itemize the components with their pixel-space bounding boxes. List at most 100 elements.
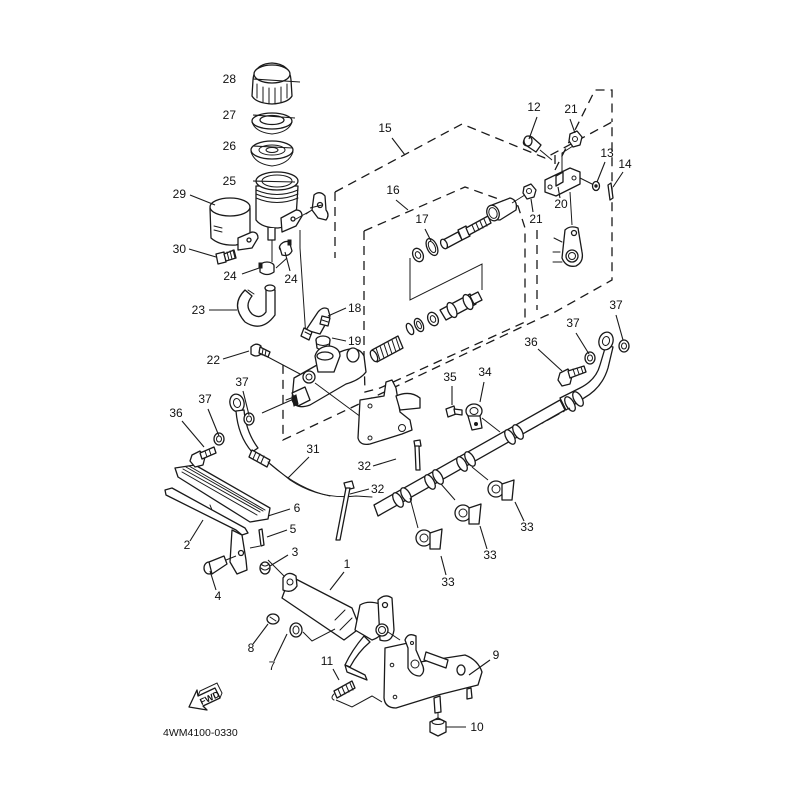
assembly-guide-line bbox=[481, 417, 501, 433]
callout-circlip: 8 bbox=[248, 641, 255, 655]
leader-line-hose-joint bbox=[327, 307, 347, 317]
assembly-guide-line bbox=[271, 204, 323, 339]
master-cylinder-body-part bbox=[285, 345, 367, 408]
callout-gasket: 37 bbox=[566, 316, 580, 330]
clevis-part bbox=[544, 167, 581, 197]
brake-pedal-part bbox=[164, 487, 249, 575]
leader-line-gasket bbox=[575, 332, 590, 355]
return-spring-part-3 bbox=[259, 561, 271, 575]
leader-line-hose-clamp bbox=[241, 266, 263, 275]
assembly-guide-line bbox=[225, 545, 287, 579]
leader-line-reservoir-cover bbox=[189, 194, 216, 206]
nut-part-10 bbox=[429, 717, 447, 737]
leader-line-hose-holder bbox=[479, 381, 485, 403]
gasket-part-37b bbox=[584, 351, 596, 365]
leader-line-washer bbox=[273, 633, 288, 662]
callout-cap-plate: 27 bbox=[223, 108, 237, 122]
callout-reservoir-cover: 29 bbox=[173, 187, 187, 201]
callout-washer: 13 bbox=[600, 146, 614, 160]
leader-line-reservoir-tank bbox=[252, 180, 296, 183]
callout-brake-pedal: 2 bbox=[184, 538, 191, 552]
hose-clamp-part-33a bbox=[487, 479, 515, 501]
callout-pedal-cover: 6 bbox=[294, 501, 301, 515]
diagram-code: 4WM4100-0330 bbox=[163, 727, 238, 739]
callout-hose-clamp: 33 bbox=[441, 575, 455, 589]
leader-line-master-cylinder-assy bbox=[391, 137, 406, 156]
brake-shaft-part bbox=[281, 572, 395, 681]
bolt-part-35 bbox=[445, 405, 463, 418]
washer-part-13 bbox=[591, 180, 601, 192]
leader-line-union-bolt bbox=[181, 420, 205, 448]
reservoir-tank-part bbox=[255, 171, 303, 241]
leader-line-cable-tie bbox=[349, 488, 370, 495]
callout-hose-clamp: 33 bbox=[483, 548, 497, 562]
callout-circlip: 17 bbox=[415, 212, 429, 226]
callout-bolt: 22 bbox=[207, 353, 221, 367]
nut-part-21a bbox=[568, 130, 583, 148]
callout-cotter-pin: 14 bbox=[618, 157, 632, 171]
leader-line-hose-clamp bbox=[284, 251, 291, 272]
leader-line-cap-plate bbox=[252, 114, 296, 119]
callout-master-cylinder-assy: 15 bbox=[378, 121, 392, 135]
leader-line-union-bolt bbox=[537, 348, 563, 372]
leader-line-gasket bbox=[242, 390, 250, 416]
leader-line-clevis bbox=[557, 186, 561, 199]
callout-spring: 11 bbox=[321, 654, 334, 668]
leader-line-bracket bbox=[468, 659, 491, 676]
bracket-part bbox=[383, 634, 483, 714]
leader-line-brake-shaft bbox=[329, 571, 345, 591]
hose-centerline bbox=[525, 407, 571, 433]
leader-line-o-ring bbox=[331, 337, 347, 342]
bolt-part-22 bbox=[250, 343, 271, 358]
callout-gasket: 37 bbox=[235, 375, 249, 389]
callout-reservoir-hose: 23 bbox=[192, 303, 206, 317]
cable-tie-part-a bbox=[335, 480, 355, 541]
hose-joint-part bbox=[300, 307, 331, 341]
callout-o-ring: 19 bbox=[348, 334, 362, 348]
leader-line-diaphragm bbox=[252, 145, 294, 149]
callout-master-cylinder-kit: 16 bbox=[386, 183, 400, 197]
diaphragm-part bbox=[250, 140, 294, 167]
callout-nut: 21 bbox=[564, 102, 578, 116]
piston-cup-part bbox=[411, 247, 425, 263]
callout-hose-clamp: 24 bbox=[284, 272, 298, 286]
reservoir-mount-tab-part bbox=[295, 192, 329, 221]
assembly-guide-line bbox=[539, 149, 553, 161]
callout-union-bolt: 36 bbox=[169, 406, 183, 420]
pedal-arm-link-part bbox=[552, 226, 584, 267]
cup-washer-part bbox=[405, 311, 440, 336]
brake-hose-right-part bbox=[373, 331, 614, 517]
leader-line-screw bbox=[188, 248, 217, 258]
leader-line-return-spring bbox=[269, 554, 289, 567]
leader-line-hose-clamp bbox=[479, 525, 488, 550]
callout-cotter-pin: 5 bbox=[290, 522, 297, 536]
assembly-guide-line bbox=[561, 145, 574, 175]
boot-part bbox=[486, 197, 518, 222]
callout-hose-clamp: 33 bbox=[520, 520, 534, 534]
leader-line-gasket bbox=[615, 314, 624, 341]
reservoir-hose-part bbox=[236, 284, 276, 327]
cable-tie-part-b bbox=[413, 439, 422, 471]
circlip-part-8 bbox=[266, 613, 280, 625]
leader-line-pedal-cover bbox=[267, 508, 291, 517]
leader-line-circlip bbox=[252, 623, 269, 645]
hose-holder-part bbox=[465, 403, 483, 431]
circlip-part bbox=[425, 237, 439, 257]
union-bolt-part-36b bbox=[189, 446, 217, 468]
callout-hose-holder: 34 bbox=[478, 365, 492, 379]
piston-part bbox=[439, 291, 483, 321]
callout-leaders bbox=[181, 78, 624, 728]
washer-part-7 bbox=[289, 622, 303, 638]
cotter-pin-part-5 bbox=[258, 528, 265, 547]
fwd-label: FWD bbox=[198, 689, 221, 707]
hose-clamp-part-33c bbox=[415, 528, 443, 550]
callout-clevis: 20 bbox=[554, 197, 568, 211]
assembly-guide-line bbox=[335, 695, 383, 708]
callout-brake-shaft: 1 bbox=[344, 557, 351, 571]
callout-nut: 21 bbox=[529, 212, 543, 226]
leader-line-nut bbox=[569, 118, 576, 134]
leader-line-brake-pedal bbox=[189, 519, 204, 542]
mounting-plate-part bbox=[357, 379, 421, 446]
